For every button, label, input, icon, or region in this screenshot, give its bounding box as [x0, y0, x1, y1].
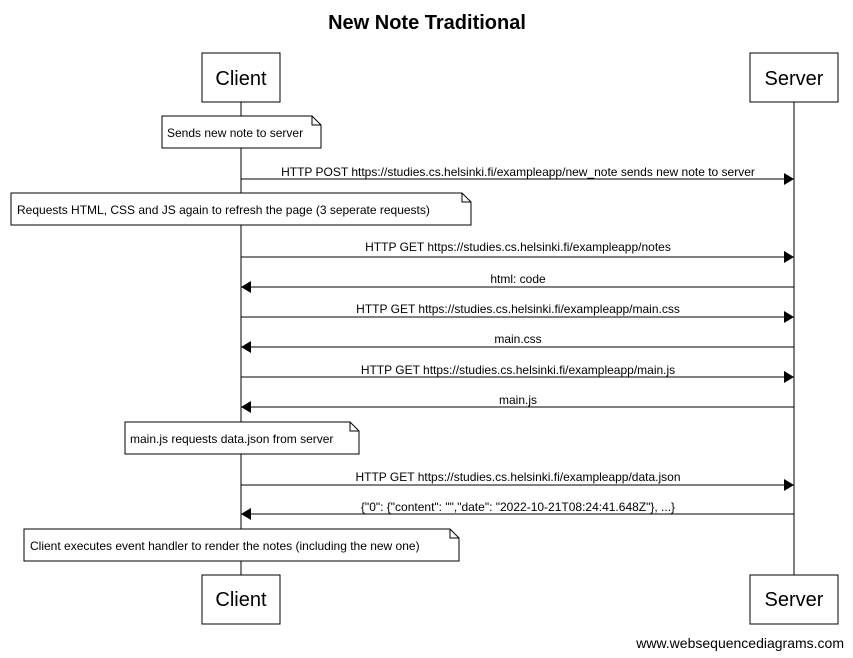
footer-watermark: www.websequencediagrams.com [635, 635, 844, 651]
message-label: {"0": {"content": "","date": "2022-10-21… [361, 500, 675, 514]
note-main-js-requests: main.js requests data.json from server [124, 421, 360, 455]
message-get-main-js: HTTP GET https://studies.cs.helsinki.fi/… [241, 363, 794, 383]
note-text: main.js requests data.json from server [130, 432, 333, 446]
note-executes-event-handler: Client executes event handler to render … [23, 528, 460, 562]
diagram-title: New Note Traditional [328, 12, 526, 34]
note-text: Requests HTML, CSS and JS again to refre… [17, 203, 430, 217]
message-label: HTTP GET https://studies.cs.helsinki.fi/… [356, 302, 680, 316]
message-label: HTTP POST https://studies.cs.helsinki.fi… [281, 165, 755, 179]
message-main-js: main.js [241, 393, 794, 413]
message-main-css: main.css [241, 332, 794, 353]
participant-label: Server [765, 68, 824, 90]
message-label: HTTP GET https://studies.cs.helsinki.fi/… [355, 470, 680, 484]
participant-server-top: Server [749, 52, 839, 103]
message-label: HTTP GET https://studies.cs.helsinki.fi/… [365, 240, 671, 254]
message-html-code: html: code [241, 272, 794, 293]
participant-label: Server [765, 589, 824, 611]
note-text: Sends new note to server [167, 126, 303, 140]
message-label: main.css [494, 332, 541, 346]
participant-label: Client [215, 68, 267, 90]
message-label: html: code [490, 272, 546, 286]
message-label: HTTP GET https://studies.cs.helsinki.fi/… [361, 363, 675, 377]
message-get-notes: HTTP GET https://studies.cs.helsinki.fi/… [241, 240, 794, 263]
participant-label: Client [215, 589, 267, 611]
participant-client-bottom: Client [201, 574, 281, 625]
note-requests-again: Requests HTML, CSS and JS again to refre… [10, 192, 472, 226]
note-text: Client executes event handler to render … [30, 539, 420, 553]
message-get-main-css: HTTP GET https://studies.cs.helsinki.fi/… [241, 302, 794, 323]
participant-server-bottom: Server [749, 574, 839, 625]
message-get-data-json: HTTP GET https://studies.cs.helsinki.fi/… [241, 470, 794, 491]
message-post-new-note: HTTP POST https://studies.cs.helsinki.fi… [241, 165, 794, 185]
message-label: main.js [499, 393, 537, 407]
note-sends-new-note: Sends new note to server [161, 115, 322, 149]
message-data-json-response: {"0": {"content": "","date": "2022-10-21… [241, 500, 794, 520]
participant-client-top: Client [201, 52, 281, 103]
